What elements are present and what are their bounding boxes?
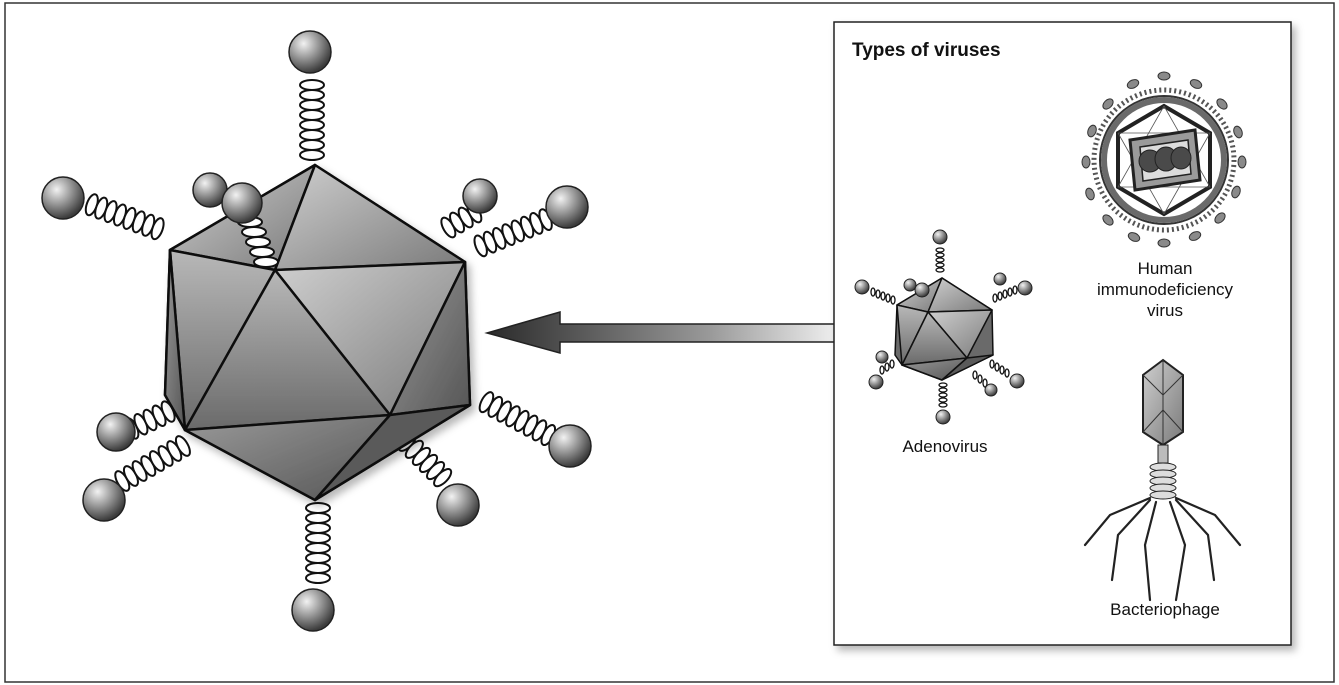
- panel-title: Types of viruses: [852, 40, 1001, 61]
- large-adenovirus-illustration: [41, 30, 592, 632]
- hiv-label-line1: Human: [1137, 259, 1193, 278]
- hiv-illustration: [1081, 71, 1247, 248]
- hiv-label: Human immunodeficiency virus: [1080, 258, 1250, 321]
- outer-frame: [4, 2, 1335, 683]
- bacteriophage-illustration: [1083, 358, 1242, 602]
- pointer-arrow: [484, 311, 861, 354]
- bacteriophage-label: Bacteriophage: [1110, 600, 1220, 619]
- adenovirus-label: Adenovirus: [902, 437, 988, 456]
- small-adenovirus-illustration: [854, 229, 1033, 425]
- hiv-label-line3: virus: [1147, 301, 1183, 320]
- front-spike: [237, 216, 279, 268]
- hiv-label-line2: immunodeficiency: [1096, 280, 1234, 299]
- virus-types-panel: [833, 21, 1292, 646]
